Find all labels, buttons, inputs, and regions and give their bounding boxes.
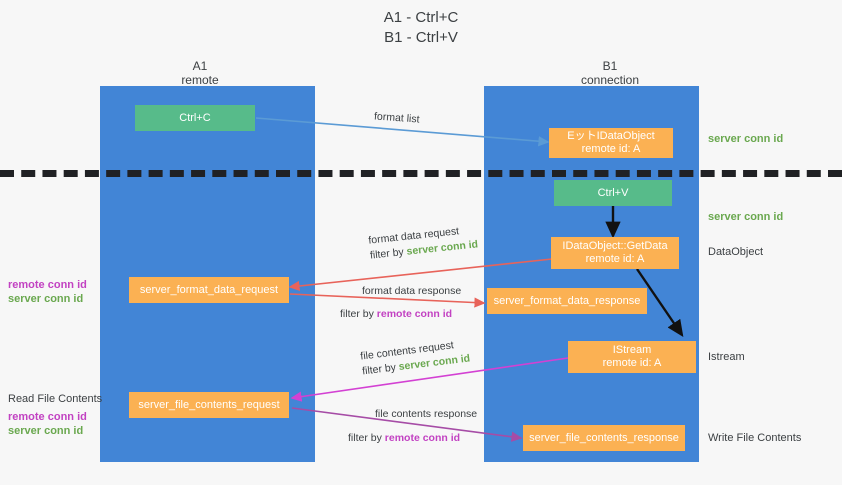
box-fmt-resp-label: server_format_data_response <box>493 294 641 307</box>
box-server-file-contents-request[interactable]: server_file_contents_request <box>129 392 289 418</box>
box-fmt-req-label: server_format_data_request <box>139 283 279 296</box>
left-file-remote-conn-id: remote conn id <box>8 411 87 423</box>
box-server-format-data-request[interactable]: server_format_data_request <box>129 277 289 303</box>
file-resp-title: file contents response <box>375 408 478 420</box>
column-a1-name: A1 <box>192 59 208 73</box>
box-istream[interactable]: IStream remote id: A <box>568 341 696 373</box>
box-getdata-line1: IDataObject::GetData <box>562 240 668 252</box>
phase-divider <box>0 170 842 177</box>
left-fmt-remote-conn-id: remote conn id <box>8 279 87 291</box>
column-header-a1: A1 remote <box>130 59 270 87</box>
column-header-b1: B1 connection <box>540 59 680 87</box>
left-annotation-file: remote conn id server conn id <box>8 410 98 438</box>
box-getdata-line2: remote id: A <box>585 253 645 265</box>
fmt-resp-filter-pre: filter by <box>340 308 377 320</box>
column-a1-sub: remote <box>181 73 219 87</box>
box-file-req-label: server_file_contents_request <box>138 398 280 411</box>
box-ctrl-c[interactable]: Ctrl+C <box>135 105 255 131</box>
arrow-label-format-data-request: format data request filter by server con… <box>368 222 479 263</box>
right-annotation-write-file-contents: Write File Contents <box>708 432 802 444</box>
box-ctrl-v-label: Ctrl+V <box>597 186 629 199</box>
left-annotation-read-file-contents: Read File Contents <box>8 393 103 405</box>
box-server-file-contents-response[interactable]: server_file_contents_response <box>523 425 685 451</box>
fmt-req-filter-pre: filter by <box>369 245 408 262</box>
box-ctrl-v[interactable]: Ctrl+V <box>554 180 672 206</box>
page-title: A1 - Ctrl+C B1 - Ctrl+V <box>0 8 842 48</box>
right-annotation-dataobject: DataObject <box>708 246 764 258</box>
box-set-dataobject-line1: EットIDataObject <box>567 130 655 142</box>
right-annotation-istream: Istream <box>708 351 745 363</box>
left-annotation-format: remote conn id server conn id <box>8 278 98 306</box>
left-file-server-conn-id: server conn id <box>8 425 84 437</box>
title-line-1: A1 - Ctrl+C <box>383 9 459 26</box>
column-b1-name: B1 <box>602 59 618 73</box>
arrow-label-file-contents-request: file contents request filter by server c… <box>360 336 471 379</box>
file-resp-filter-key: remote conn id <box>384 432 461 444</box>
fmt-resp-filter-key: remote conn id <box>376 308 453 320</box>
box-server-format-data-response[interactable]: server_format_data_response <box>487 288 647 314</box>
left-fmt-server-conn-id: server conn id <box>8 293 84 305</box>
arrow-label-format-data-response: format data response filter by remote co… <box>340 284 462 322</box>
right-annotation-server-conn-id-mid: server conn id <box>708 211 784 223</box>
box-set-dataobject-line2: remote id: A <box>581 143 641 155</box>
arrow-label-file-contents-response: file contents response filter by remote … <box>348 407 478 446</box>
box-istream-line2: remote id: A <box>602 357 662 369</box>
box-istream-line1: IStream <box>612 344 652 356</box>
box-ctrl-c-label: Ctrl+C <box>179 111 211 124</box>
title-line-2: B1 - Ctrl+V <box>384 29 458 46</box>
arrow-label-format-list: format list <box>373 110 420 126</box>
file-req-filter-pre: filter by <box>361 361 400 378</box>
fmt-resp-title: format data response <box>362 285 462 297</box>
box-set-dataobject[interactable]: EットIDataObject remote id: A <box>549 128 673 158</box>
box-getdata[interactable]: IDataObject::GetData remote id: A <box>551 237 679 269</box>
file-resp-filter: filter by remote conn id <box>348 431 477 446</box>
file-resp-filter-pre: filter by <box>348 432 385 444</box>
column-b1-sub: connection <box>580 73 640 87</box>
box-file-resp-label: server_file_contents_response <box>529 431 679 444</box>
right-annotation-server-conn-id-top: server conn id <box>708 133 784 145</box>
fmt-resp-filter: filter by remote conn id <box>340 307 461 322</box>
